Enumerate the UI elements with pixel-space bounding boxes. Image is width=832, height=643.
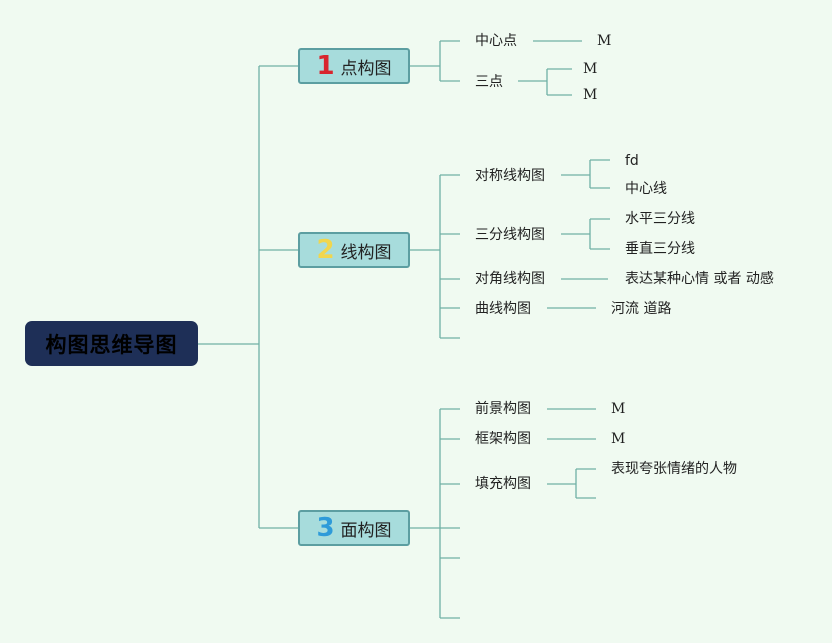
leaf-node[interactable]: 中心线 — [625, 181, 667, 197]
branch-node-point[interactable]: 1 点构图 — [298, 48, 410, 84]
leaf-node[interactable]: 表达某种心情 或者 动感 — [625, 271, 774, 287]
topic-fill[interactable]: 填充构图 — [475, 476, 531, 492]
branch-label: 点构图 — [340, 58, 392, 79]
topic-frame[interactable]: 框架构图 — [475, 431, 531, 447]
leaf-node[interactable]: 表现夸张情绪的人物 — [611, 461, 737, 477]
leaf-node[interactable]: M — [611, 431, 626, 447]
leaf-node[interactable]: M — [583, 87, 598, 103]
leaf-node[interactable]: 垂直三分线 — [625, 241, 695, 257]
branch-label: 面构图 — [340, 520, 392, 541]
leaf-node[interactable]: 河流 道路 — [611, 301, 672, 317]
number-3-icon: 3 — [316, 513, 335, 543]
topic-foreground[interactable]: 前景构图 — [475, 401, 531, 417]
branch-node-line[interactable]: 2 线构图 — [298, 232, 410, 268]
root-label: 构图思维导图 — [45, 332, 178, 357]
topic-three-points[interactable]: 三点 — [475, 74, 503, 90]
number-1-icon: 1 — [316, 51, 335, 81]
leaf-node[interactable]: M — [597, 33, 612, 49]
topic-thirds-line[interactable]: 三分线构图 — [475, 227, 545, 243]
number-2-icon: 2 — [316, 235, 335, 265]
root-node[interactable]: 构图思维导图 — [25, 321, 198, 366]
topic-diagonal-line[interactable]: 对角线构图 — [475, 271, 545, 287]
topic-symmetry-line[interactable]: 对称线构图 — [475, 168, 545, 184]
topic-center-point[interactable]: 中心点 — [475, 33, 517, 49]
leaf-node[interactable]: M — [611, 401, 626, 417]
topic-curve-line[interactable]: 曲线构图 — [475, 301, 531, 317]
branch-node-plane[interactable]: 3 面构图 — [298, 510, 410, 546]
branch-label: 线构图 — [340, 242, 392, 263]
leaf-node[interactable]: 水平三分线 — [625, 211, 695, 227]
leaf-node[interactable]: M — [583, 61, 598, 77]
leaf-node[interactable]: fd — [625, 153, 639, 169]
